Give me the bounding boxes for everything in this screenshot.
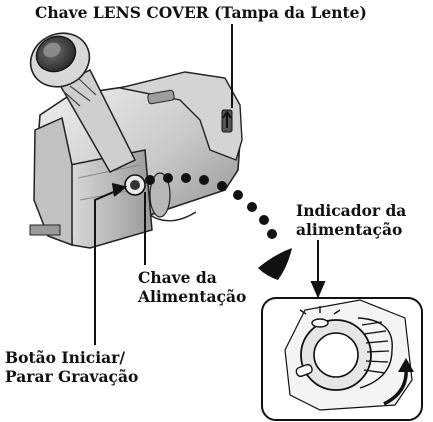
power-switch-label-line2: Alimentação (138, 287, 247, 306)
viewfinder-eyepiece (29, 32, 97, 107)
rec-button-label-line2: Parar Gravação (5, 367, 139, 386)
power-indicator-label: Indicador da alimentação (296, 201, 406, 239)
hand-strap (149, 172, 171, 218)
power-switch-label: Chave da Alimentação (138, 268, 246, 306)
power-indicator-label-line1: Indicador da (296, 201, 407, 220)
rec-button-label: Botão Iniciar/ Parar Gravação (5, 348, 138, 386)
power-indicator-arrowhead (310, 281, 326, 299)
indicator-light-icon (299, 306, 341, 328)
dotted-pointer (145, 173, 292, 280)
rec-button-label-line1: Botão Iniciar/ (5, 348, 125, 367)
camcorder-grip (33, 116, 73, 247)
camcorder-illustration (29, 32, 243, 249)
power-switch-label-line1: Chave da (138, 268, 217, 287)
lens-cover-arrow-icon (222, 110, 232, 128)
rec-button-arrowhead (111, 183, 128, 197)
lens-cover-label: Chave LENS COVER (Tampa da Lente) (35, 3, 367, 22)
top-button (147, 89, 175, 105)
rec-button-leader (94, 189, 119, 345)
leader-lines (94, 24, 326, 345)
power-switch-closeup (261, 297, 423, 421)
power-indicator-label-line2: alimentação (296, 220, 403, 239)
